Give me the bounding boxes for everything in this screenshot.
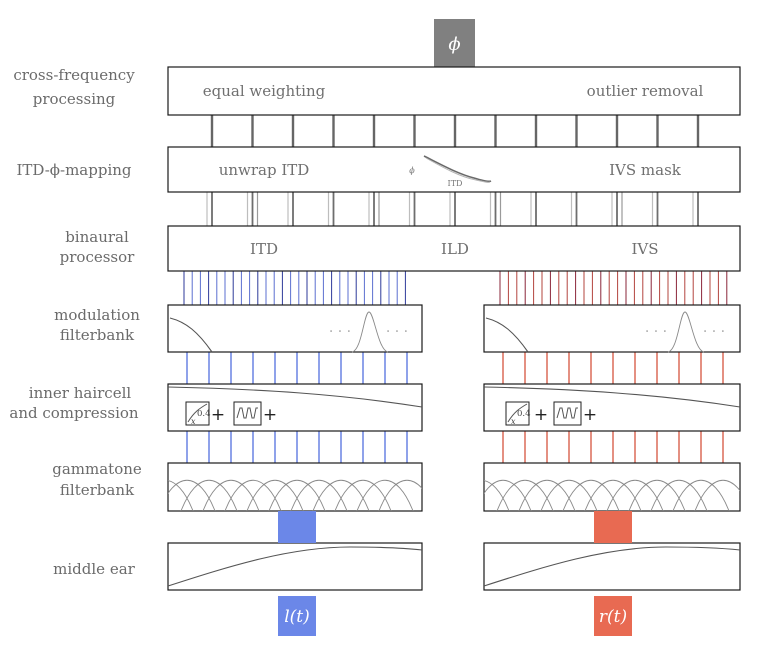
left-gammatone-filter-curve (168, 480, 216, 511)
right-modulation-dots-1: · · · (645, 324, 667, 340)
outlier-removal-text: outlier removal (587, 82, 704, 100)
left-gammatone-filter-curve (356, 480, 414, 511)
right-gammatone-filter-curve (484, 480, 532, 511)
itd-phi-inset-itd: ITD (448, 179, 463, 188)
left-gammatone-filter-curve (378, 480, 422, 511)
left-haircell-lowpass-curve (167, 386, 423, 408)
left-haircell-box (167, 383, 423, 432)
left-gammatone-filter-curve (312, 480, 370, 511)
right-gammatone-filter-curve (628, 480, 686, 511)
right-compression-base: x (511, 417, 516, 426)
right-gammatone-filter-curve (584, 480, 642, 511)
left-gammatone-filter-curve (168, 480, 194, 511)
label-modulation-2: filterbank (60, 326, 135, 344)
label-cross-frequency-1: cross-frequency (13, 66, 135, 84)
right-modulation-dots-2: · · · (703, 324, 725, 340)
label-cross-frequency-2: processing (33, 90, 116, 108)
left-middle-ear-curve (167, 546, 423, 587)
left-gammatone-box (167, 462, 423, 512)
right-middle-ear-curve (483, 546, 741, 587)
left-compression-base: x (191, 417, 196, 426)
label-gammatone-1: gammatone (52, 460, 142, 478)
left-compression-exponent: 0.4 (197, 409, 211, 419)
right-gammatone-box (483, 462, 741, 512)
output-phi-symbol: ϕ (448, 34, 460, 55)
ivs-mask-text: IVS mask (609, 161, 682, 179)
label-haircell-2: and compression (9, 404, 139, 422)
right-gammatone-filter-curve (562, 480, 620, 511)
left-modulation-dots-1: · · · (329, 324, 351, 340)
haircell-input-lines (186, 431, 724, 463)
left-plus-1: + (211, 405, 225, 425)
label-haircell-1: inner haircell (29, 384, 132, 402)
label-binaural-2: processor (60, 248, 136, 266)
right-plus-2: + (583, 405, 597, 425)
itd-phi-inset-phi: ϕ (409, 166, 415, 175)
right-haircell-lowpass-curve (483, 386, 741, 408)
binaural-processor-box (167, 225, 741, 272)
left-gammatone-filter-curve (334, 480, 392, 511)
left-modulation-box (167, 304, 423, 353)
itd-phi-inset: ϕ ITD (409, 155, 492, 188)
right-gammatone-input-bar (594, 511, 632, 543)
left-gammatone-filter-curve (268, 480, 326, 511)
binaural-input-lines (183, 271, 728, 305)
left-modulation-dots-2: · · · (386, 324, 408, 340)
right-modulation-bandpass-curve (667, 311, 705, 353)
itd-mapping-box (167, 146, 741, 193)
label-modulation-1: modulation (54, 306, 140, 324)
right-gammatone-filter-curve (672, 480, 730, 511)
right-compression-icon: x 0.4 (505, 401, 531, 426)
left-gammatone-filter-curve (180, 480, 238, 511)
left-modulation-bandpass-curve (351, 311, 389, 353)
left-middle-ear-box (167, 542, 423, 591)
left-rectifier-icon (233, 401, 262, 426)
right-gammatone-filter-curve (518, 480, 576, 511)
itd-phi-curve (423, 155, 492, 183)
right-compression-exponent: 0.4 (517, 409, 531, 419)
right-gammatone-filter-curve (650, 480, 708, 511)
right-gammatone-filter-curve (694, 480, 740, 511)
cross-frequency-output-lines (210, 115, 700, 147)
equal-weighting-text: equal weighting (203, 82, 326, 100)
left-gammatone-filter-curve (290, 480, 348, 511)
left-input-label: l(t) (284, 607, 310, 627)
label-itd-mapping: ITD-ϕ-mapping (16, 161, 131, 179)
modulation-input-lines (186, 352, 724, 384)
right-rectifier-icon (553, 401, 582, 426)
cross-frequency-box (167, 66, 741, 116)
right-gammatone-filters (484, 480, 740, 511)
right-input-label: r(t) (599, 607, 627, 627)
left-input-bar (278, 596, 316, 636)
binaural-output-itd: ITD (250, 240, 278, 258)
left-gammatone-filter-curve (224, 480, 282, 511)
output-phi-box (434, 19, 475, 67)
unwrap-itd-text: unwrap ITD (219, 161, 310, 179)
label-middle-ear: middle ear (53, 560, 135, 578)
left-modulation-lowpass-curve (169, 317, 213, 353)
left-plus-2: + (263, 405, 277, 425)
itd-mapping-output-lines (206, 192, 699, 226)
left-gammatone-input-bar (278, 511, 316, 543)
right-modulation-lowpass-curve (485, 317, 529, 353)
left-gammatone-filter-curve (246, 480, 304, 511)
binaural-output-ild: ILD (441, 240, 469, 258)
binaural-output-ivs: IVS (631, 240, 658, 258)
right-plus-1: + (534, 405, 548, 425)
left-compression-icon: x 0.4 (185, 401, 211, 426)
right-gammatone-filter-curve (606, 480, 664, 511)
right-input-bar (594, 596, 632, 636)
right-gammatone-filter-curve (496, 480, 554, 511)
left-gammatone-filter-curve (202, 480, 260, 511)
left-gammatone-filters (168, 480, 422, 511)
itd-phi-curve-shadow (425, 157, 491, 183)
right-gammatone-filter-curve (484, 480, 510, 511)
label-binaural-1: binaural (65, 228, 129, 246)
right-gammatone-filter-curve (540, 480, 598, 511)
right-middle-ear-box (483, 542, 741, 591)
label-gammatone-2: filterbank (60, 481, 135, 499)
